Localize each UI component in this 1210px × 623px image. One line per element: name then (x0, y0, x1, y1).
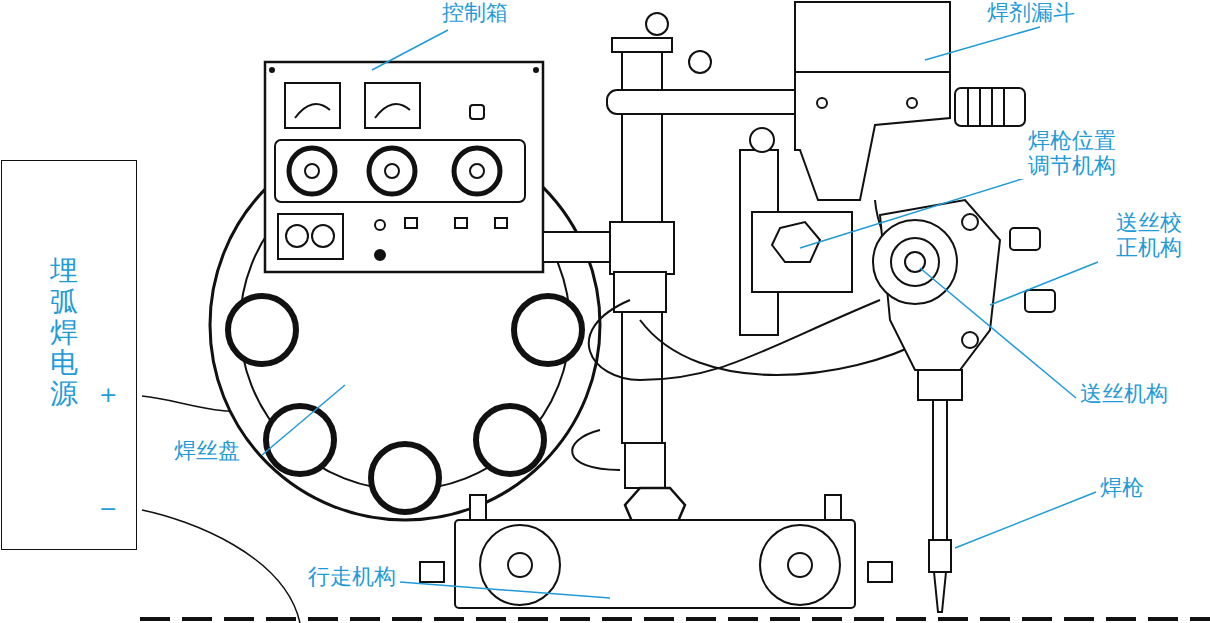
part-label: 焊枪 (1098, 475, 1146, 500)
part-label: 行走机构 (306, 564, 398, 589)
terminal-sign: − (99, 498, 117, 520)
part-label: 控制箱 (440, 0, 510, 25)
part-label: 送丝校 正机构 (1080, 210, 1184, 261)
part-label: 焊剂漏斗 (985, 0, 1077, 25)
vertical-title: 埋弧焊电源 (50, 256, 78, 410)
part-label: 焊丝盘 (172, 438, 242, 463)
part-label: 送丝机构 (1078, 381, 1170, 406)
part-label: 焊枪位置 调节机构 (1018, 128, 1126, 179)
power-source-box: 埋弧焊电源 + − (1, 160, 137, 550)
terminal-sign: + (99, 384, 117, 406)
